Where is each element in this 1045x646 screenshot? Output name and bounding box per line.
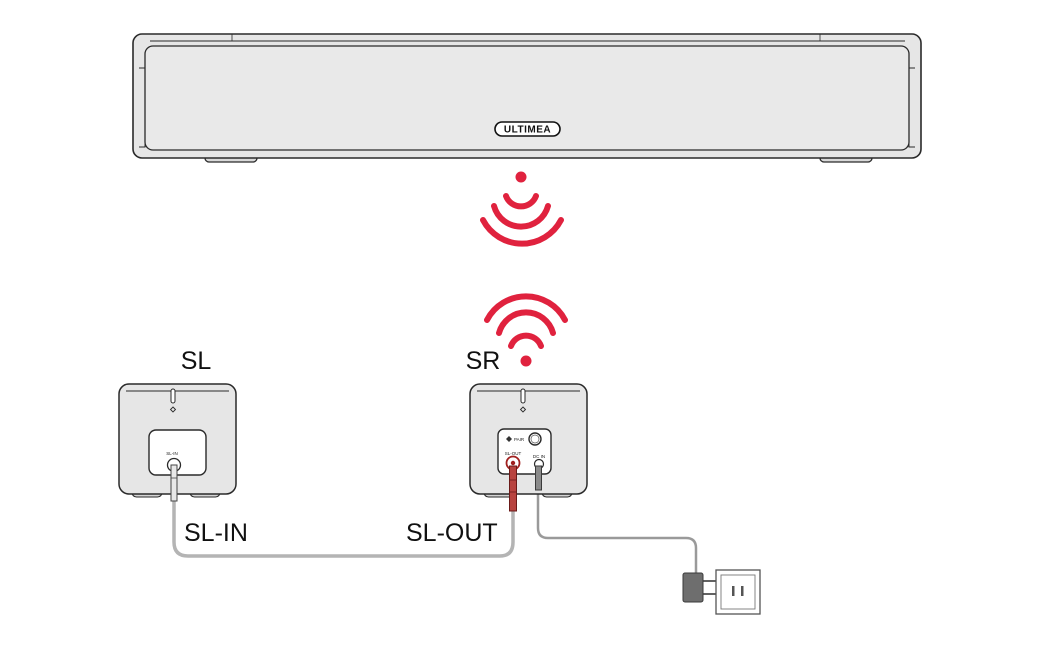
wireless-arc-bottom-2 [496,309,556,336]
rca-link-cable [172,500,515,558]
pair-button-label: PAIR [514,437,525,442]
power-adapter [682,572,716,603]
sl-out-port-label: SL-OUT [505,451,522,456]
speaker-left-label: SL [181,347,212,375]
speaker-right-label: SR [466,347,501,375]
wireless-signal-down [480,171,564,247]
soundbar-grille [144,45,910,151]
speaker-left: SL SL-IN [118,347,237,502]
speaker-right-indicator-dot [519,406,527,413]
power-adapter-body [682,572,704,603]
wireless-signal-up [484,293,568,367]
pair-button-inner [530,434,540,444]
wireless-arc-top-2 [491,203,551,230]
power-cable [536,488,698,573]
wall-outlet-slot-right [741,586,744,596]
wall-outlet-slot-left [732,586,735,596]
soundbar: ULTIMEA [132,33,922,163]
wireless-dot-bottom [520,355,532,367]
wall-outlet-inner [720,574,756,610]
wall-outlet [715,569,761,615]
brand-logo-text: ULTIMEA [504,125,551,136]
wireless-arc-top-1 [503,193,539,210]
sl-in-cable-label: SL-IN [184,519,248,547]
wireless-arc-top-3 [480,217,564,247]
sl-out-cable-label: SL-OUT [406,519,498,547]
dc-in-plug [535,465,542,491]
brand-logo: ULTIMEA [494,121,561,137]
sl-in-plug [170,464,178,502]
wireless-arc-bottom-3 [484,293,568,323]
sl-out-jack-core [510,460,516,466]
sl-out-plug [509,465,517,512]
speaker-left-port-label: SL-IN [166,451,178,456]
speaker-right-indicator [520,388,526,404]
speaker-left-indicator [170,388,176,404]
wall-outlet-plate [715,569,761,615]
dc-in-port-label: DC IN [533,454,545,459]
speaker-left-indicator-dot [169,406,177,413]
wireless-arc-bottom-1 [508,332,544,349]
wireless-dot-top [515,171,527,183]
pair-icon [506,436,512,442]
speaker-right: SR PAIR SL-OUT DC IN [466,347,588,512]
